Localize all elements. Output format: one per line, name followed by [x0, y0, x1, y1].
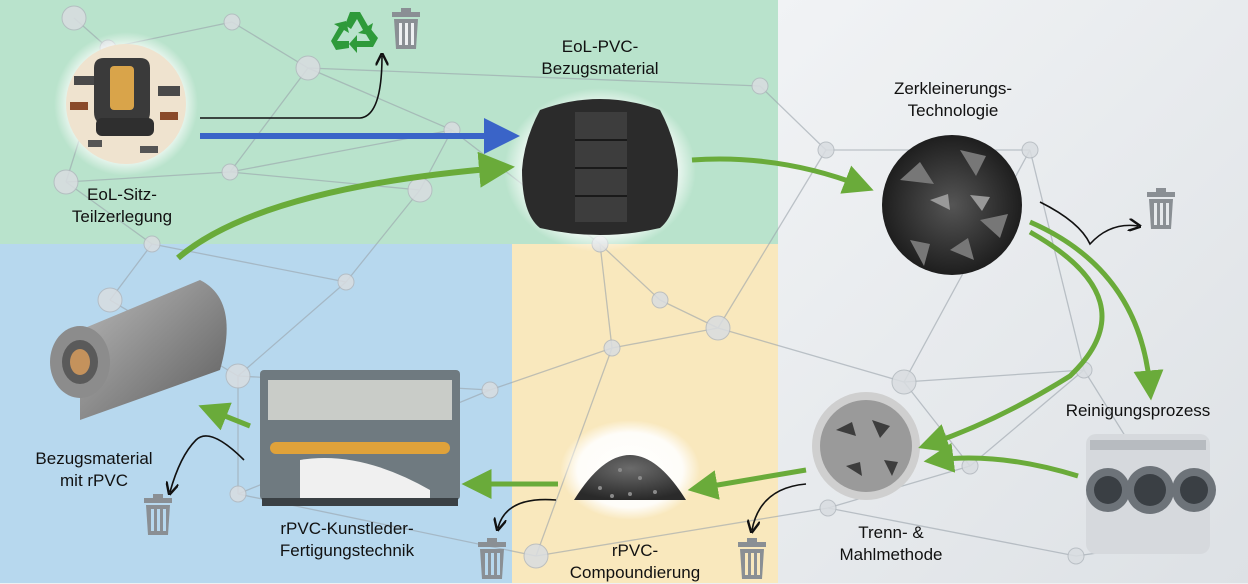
network-node	[295, 55, 321, 81]
zone-yellow	[512, 244, 778, 583]
network-link	[237, 281, 347, 377]
material-roll-image	[50, 280, 227, 420]
network-link	[65, 181, 153, 245]
network-node	[1067, 547, 1085, 565]
network-link	[717, 327, 905, 383]
network-link	[307, 67, 761, 87]
pellet-pile-image	[560, 420, 700, 520]
network-link	[65, 171, 231, 183]
network-node	[751, 77, 769, 95]
network-node	[819, 499, 837, 517]
network-node	[603, 339, 621, 357]
network-node	[53, 169, 79, 195]
network-node	[221, 163, 239, 181]
network-link	[1029, 149, 1085, 371]
network-node	[891, 369, 917, 395]
arrow-leather-to-roll	[198, 402, 251, 431]
trash-bin-icon	[144, 494, 172, 535]
shredded-material-image	[882, 135, 1022, 275]
arrow-shredding-to-bin	[1039, 201, 1138, 246]
arrow-shredding-to-milling	[918, 229, 1105, 453]
network-node	[523, 543, 549, 569]
network-link	[599, 243, 661, 301]
network-node	[651, 291, 669, 309]
label-compounding: rPVC- Compoundierung	[569, 541, 701, 582]
milled-material-image	[812, 392, 920, 500]
network-link	[231, 21, 309, 69]
network-node	[223, 13, 241, 31]
network-node	[229, 485, 247, 503]
trash-bin-icon	[478, 538, 506, 579]
network-link	[903, 381, 971, 467]
network-node	[337, 273, 355, 291]
network-node	[143, 235, 161, 253]
seat-disassembly-image	[54, 32, 198, 176]
arrow-leather-to-bin	[170, 435, 245, 492]
label-final-material: Bezugsmaterial mit rPVC	[35, 449, 153, 490]
arrow-seat-to-recycle	[200, 56, 382, 119]
network-link	[611, 327, 719, 349]
network-node	[705, 315, 731, 341]
network-node	[481, 381, 499, 399]
pvc-cover-image	[504, 88, 696, 252]
label-cleaning: Reinigungsprozess	[1065, 401, 1211, 420]
arrow-milling-to-bin	[752, 483, 807, 530]
network-link	[969, 369, 1085, 467]
network-link	[827, 507, 1077, 557]
label-artificial-leather: rPVC-Kunstleder- Fertigungstechnik	[279, 519, 415, 560]
network-link	[229, 171, 421, 191]
network-link	[759, 85, 827, 151]
arrow-shredding-to-cleaning	[1028, 219, 1164, 401]
label-seat-disassembly: EoL-Sitz- Teilzerlegung	[71, 185, 173, 226]
network-node	[817, 141, 835, 159]
network-node	[97, 287, 123, 313]
arrow-rollback-to-cover	[176, 151, 515, 261]
network-node	[1021, 141, 1039, 159]
network-node	[225, 363, 251, 389]
network-link	[903, 369, 1085, 383]
trash-bin-icon	[1147, 188, 1175, 229]
network-link	[345, 189, 421, 283]
recycle-icon	[331, 12, 378, 53]
arrow-cover-to-shredding	[691, 156, 874, 194]
arrow-cleaning-to-milling	[923, 442, 1079, 479]
network-node	[61, 5, 87, 31]
network-link	[229, 67, 309, 173]
network-link	[717, 149, 827, 329]
network-link	[489, 347, 613, 391]
network-link	[599, 243, 613, 349]
arrow-compounding-to-bin	[498, 498, 557, 528]
network-link	[535, 507, 829, 557]
network-link	[307, 67, 453, 131]
leather-manufacturing-image	[260, 370, 460, 506]
arrow-milling-to-compounding	[687, 467, 807, 500]
label-shredding: Zerkleinerungs- Technologie	[893, 79, 1013, 120]
label-separation: Trenn- & Mahlmethode	[839, 523, 943, 564]
trash-bin-icon	[738, 538, 766, 579]
trash-bin-icon	[392, 8, 420, 49]
washing-machines-image	[1086, 434, 1216, 554]
label-cover-material: EoL-PVC- Bezugsmaterial	[541, 37, 659, 78]
